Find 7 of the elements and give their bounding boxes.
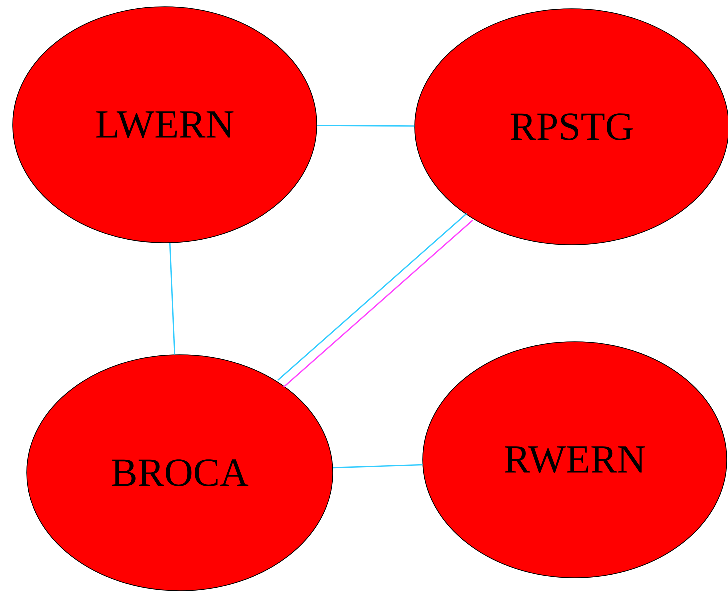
ellipse-node: RWERN — [422, 342, 728, 578]
connector-line — [169, 243, 176, 355]
ellipse-node: BROCA — [26, 354, 334, 592]
connector-line — [333, 464, 423, 469]
connector-line — [317, 125, 415, 127]
ellipse-node: RPSTG — [414, 8, 728, 246]
ellipse-node: LWERN — [12, 6, 318, 244]
